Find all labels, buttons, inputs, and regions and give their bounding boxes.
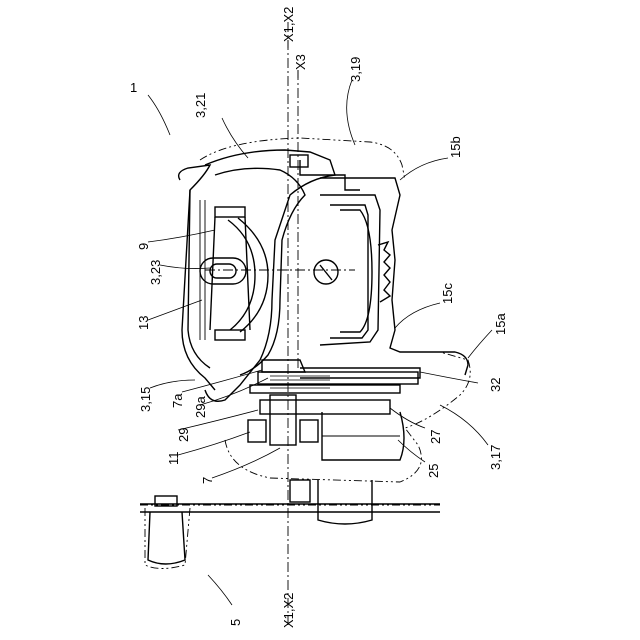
label-7: 7: [200, 477, 215, 484]
frame-top-rail: [300, 160, 360, 190]
spool-body-curve: [228, 220, 255, 330]
top-boss: [290, 155, 308, 167]
drive-train: [248, 360, 420, 460]
leader-3-21: [222, 118, 248, 158]
label-15c: 15c: [440, 283, 455, 304]
label-3-21: 3,21: [193, 93, 208, 118]
leader-29: [178, 410, 258, 430]
pinion-shaft-7: [270, 395, 296, 445]
label-5: 5: [228, 619, 243, 626]
handle-assembly: [140, 480, 440, 564]
leader-15b: [400, 158, 448, 180]
label-32: 32: [488, 378, 503, 392]
spool-slot-inner: [210, 264, 236, 278]
label-15a: 15a: [493, 313, 508, 335]
leader-3-17: [440, 405, 488, 445]
label-x1x2-top: X1,X2: [281, 7, 296, 42]
leader-27: [390, 408, 425, 428]
label-7a: 7a: [170, 393, 185, 408]
label-15b: 15b: [448, 136, 463, 158]
housing-outline-top: [200, 138, 405, 180]
leader-3-19: [347, 80, 355, 145]
side-cover-inner: [215, 168, 305, 375]
frame-inner-body: [330, 205, 368, 338]
label-27: 27: [428, 430, 443, 444]
shaft-collar-11: [248, 420, 266, 442]
label-3-17: 3,17: [488, 445, 503, 470]
front-frame-inner: [188, 190, 210, 368]
spool-inner-slot: [200, 258, 246, 284]
side-cover-3-21: [205, 150, 335, 401]
center-lines: [205, 22, 355, 625]
right-side-frame: [290, 155, 468, 375]
shaft-collar-right: [300, 420, 318, 442]
reference-labels: 1 3,21 X1,X2 X3 3,19 15b 9 3,23 13 15c 1…: [130, 7, 508, 628]
label-3-19: 3,19: [348, 57, 363, 82]
spool-body-left: [210, 217, 250, 330]
leader-15a: [468, 330, 492, 358]
spool-face-lines: [200, 200, 205, 340]
spool-top-plate: [215, 207, 245, 217]
clutch-32: [300, 368, 420, 378]
frame-bump: [340, 210, 372, 332]
leader-7: [212, 448, 280, 478]
label-13: 13: [136, 316, 151, 330]
label-x1x2-bottom: X1,X2: [281, 593, 296, 628]
label-29: 29: [176, 428, 191, 442]
label-11: 11: [166, 452, 181, 466]
label-3-15: 3,15: [138, 387, 153, 412]
leader-1: [148, 95, 170, 135]
label-9: 9: [136, 243, 151, 250]
drive-gear-plate-2: [250, 385, 400, 393]
label-25: 25: [426, 464, 441, 478]
adjust-knob-slot: [320, 265, 332, 280]
leader-3-15: [150, 380, 195, 388]
handle-shaft-boss: [318, 480, 372, 524]
handle-nut: [290, 480, 310, 502]
front-frame: [179, 150, 335, 401]
spool-frame: [200, 200, 268, 340]
bushing-29a: [262, 360, 305, 372]
label-3-23: 3,23: [148, 260, 163, 285]
drive-gear-27: [260, 400, 390, 414]
handle-knob: [148, 512, 185, 564]
label-1: 1: [130, 80, 137, 95]
label-29a: 29a: [193, 396, 208, 418]
frame-15b-outer: [320, 178, 468, 375]
leader-13: [148, 300, 202, 320]
label-x3: X3: [293, 54, 308, 70]
leader-5: [208, 575, 232, 605]
leader-15c: [395, 303, 440, 328]
